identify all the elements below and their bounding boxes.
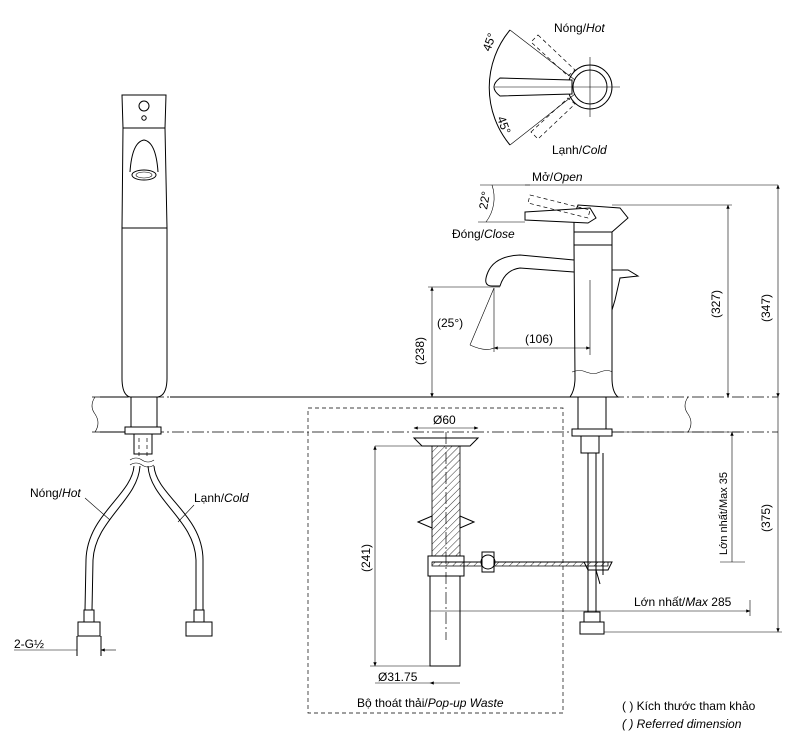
front-hot-label: Nóng/Hot	[30, 486, 81, 500]
spout-height: (238)	[413, 337, 427, 365]
legend-line-2: ( ) Referred dimension	[622, 717, 742, 731]
waste-top-diameter: Ø60	[433, 413, 456, 427]
close-label: Đóng/Close	[452, 227, 515, 241]
waste-caption: Bộ thoát thải/Pop-up Waste	[357, 696, 504, 710]
thread-size-label: 2-G½	[14, 637, 44, 651]
pop-up-waste	[370, 426, 609, 685]
waste-outline	[307, 407, 564, 714]
max-thickness: Lớn nhất/Max 35	[718, 472, 730, 555]
lever-angle: 22°	[476, 190, 493, 211]
top-hot-label: Nóng/Hot	[554, 21, 605, 35]
waste-height: (241)	[359, 544, 373, 572]
front-view-faucet	[14, 94, 213, 656]
height-total: (347)	[759, 294, 773, 322]
front-cold-label: Lạnh/Cold	[194, 491, 249, 505]
spout-reach: (106)	[525, 332, 553, 346]
open-label: Mở/Open	[532, 170, 583, 184]
top-angle-lower: 45°	[494, 114, 513, 136]
top-angle-upper: 45°	[480, 31, 499, 53]
waste-bottom-diameter: Ø31.75	[378, 670, 418, 684]
top-cold-label: Lạnh/Cold	[552, 143, 607, 157]
legend-line-1: ( ) Kích thước tham khảo	[622, 699, 756, 713]
spout-angle: (25°)	[437, 316, 463, 330]
height-lever: (327)	[709, 290, 723, 318]
below-deck-length: (375)	[759, 504, 773, 532]
max-reach: Lớn nhất/Max 285	[634, 595, 732, 609]
top-view-handle	[488, 29, 620, 146]
side-view-faucet	[485, 194, 640, 635]
